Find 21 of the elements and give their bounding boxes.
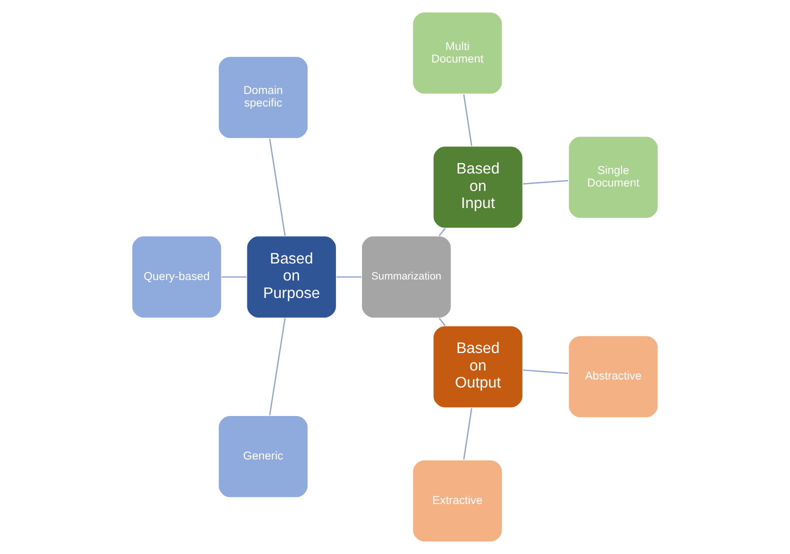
node-box: Domain specific [218,56,309,139]
node-box: Based on Input [432,146,524,229]
node-box: Based on Purpose [246,235,337,319]
connector [269,138,286,236]
node-box: Query-based [131,235,222,319]
connector [522,369,568,374]
connector [269,318,286,416]
node-box: Single Document [568,136,659,219]
node-box: Summarization [361,235,452,319]
node-box: Multi Document [412,12,503,95]
node-box: Based on Output [432,325,524,408]
connector [463,408,472,460]
connector [523,180,568,185]
connector [438,318,446,326]
connector [463,94,472,146]
connector [438,228,446,236]
connector [222,276,246,278]
node-box: Extractive [412,459,503,542]
node-box: Abstractive [568,335,659,418]
connector [336,276,362,278]
node-box: Generic [218,415,309,498]
